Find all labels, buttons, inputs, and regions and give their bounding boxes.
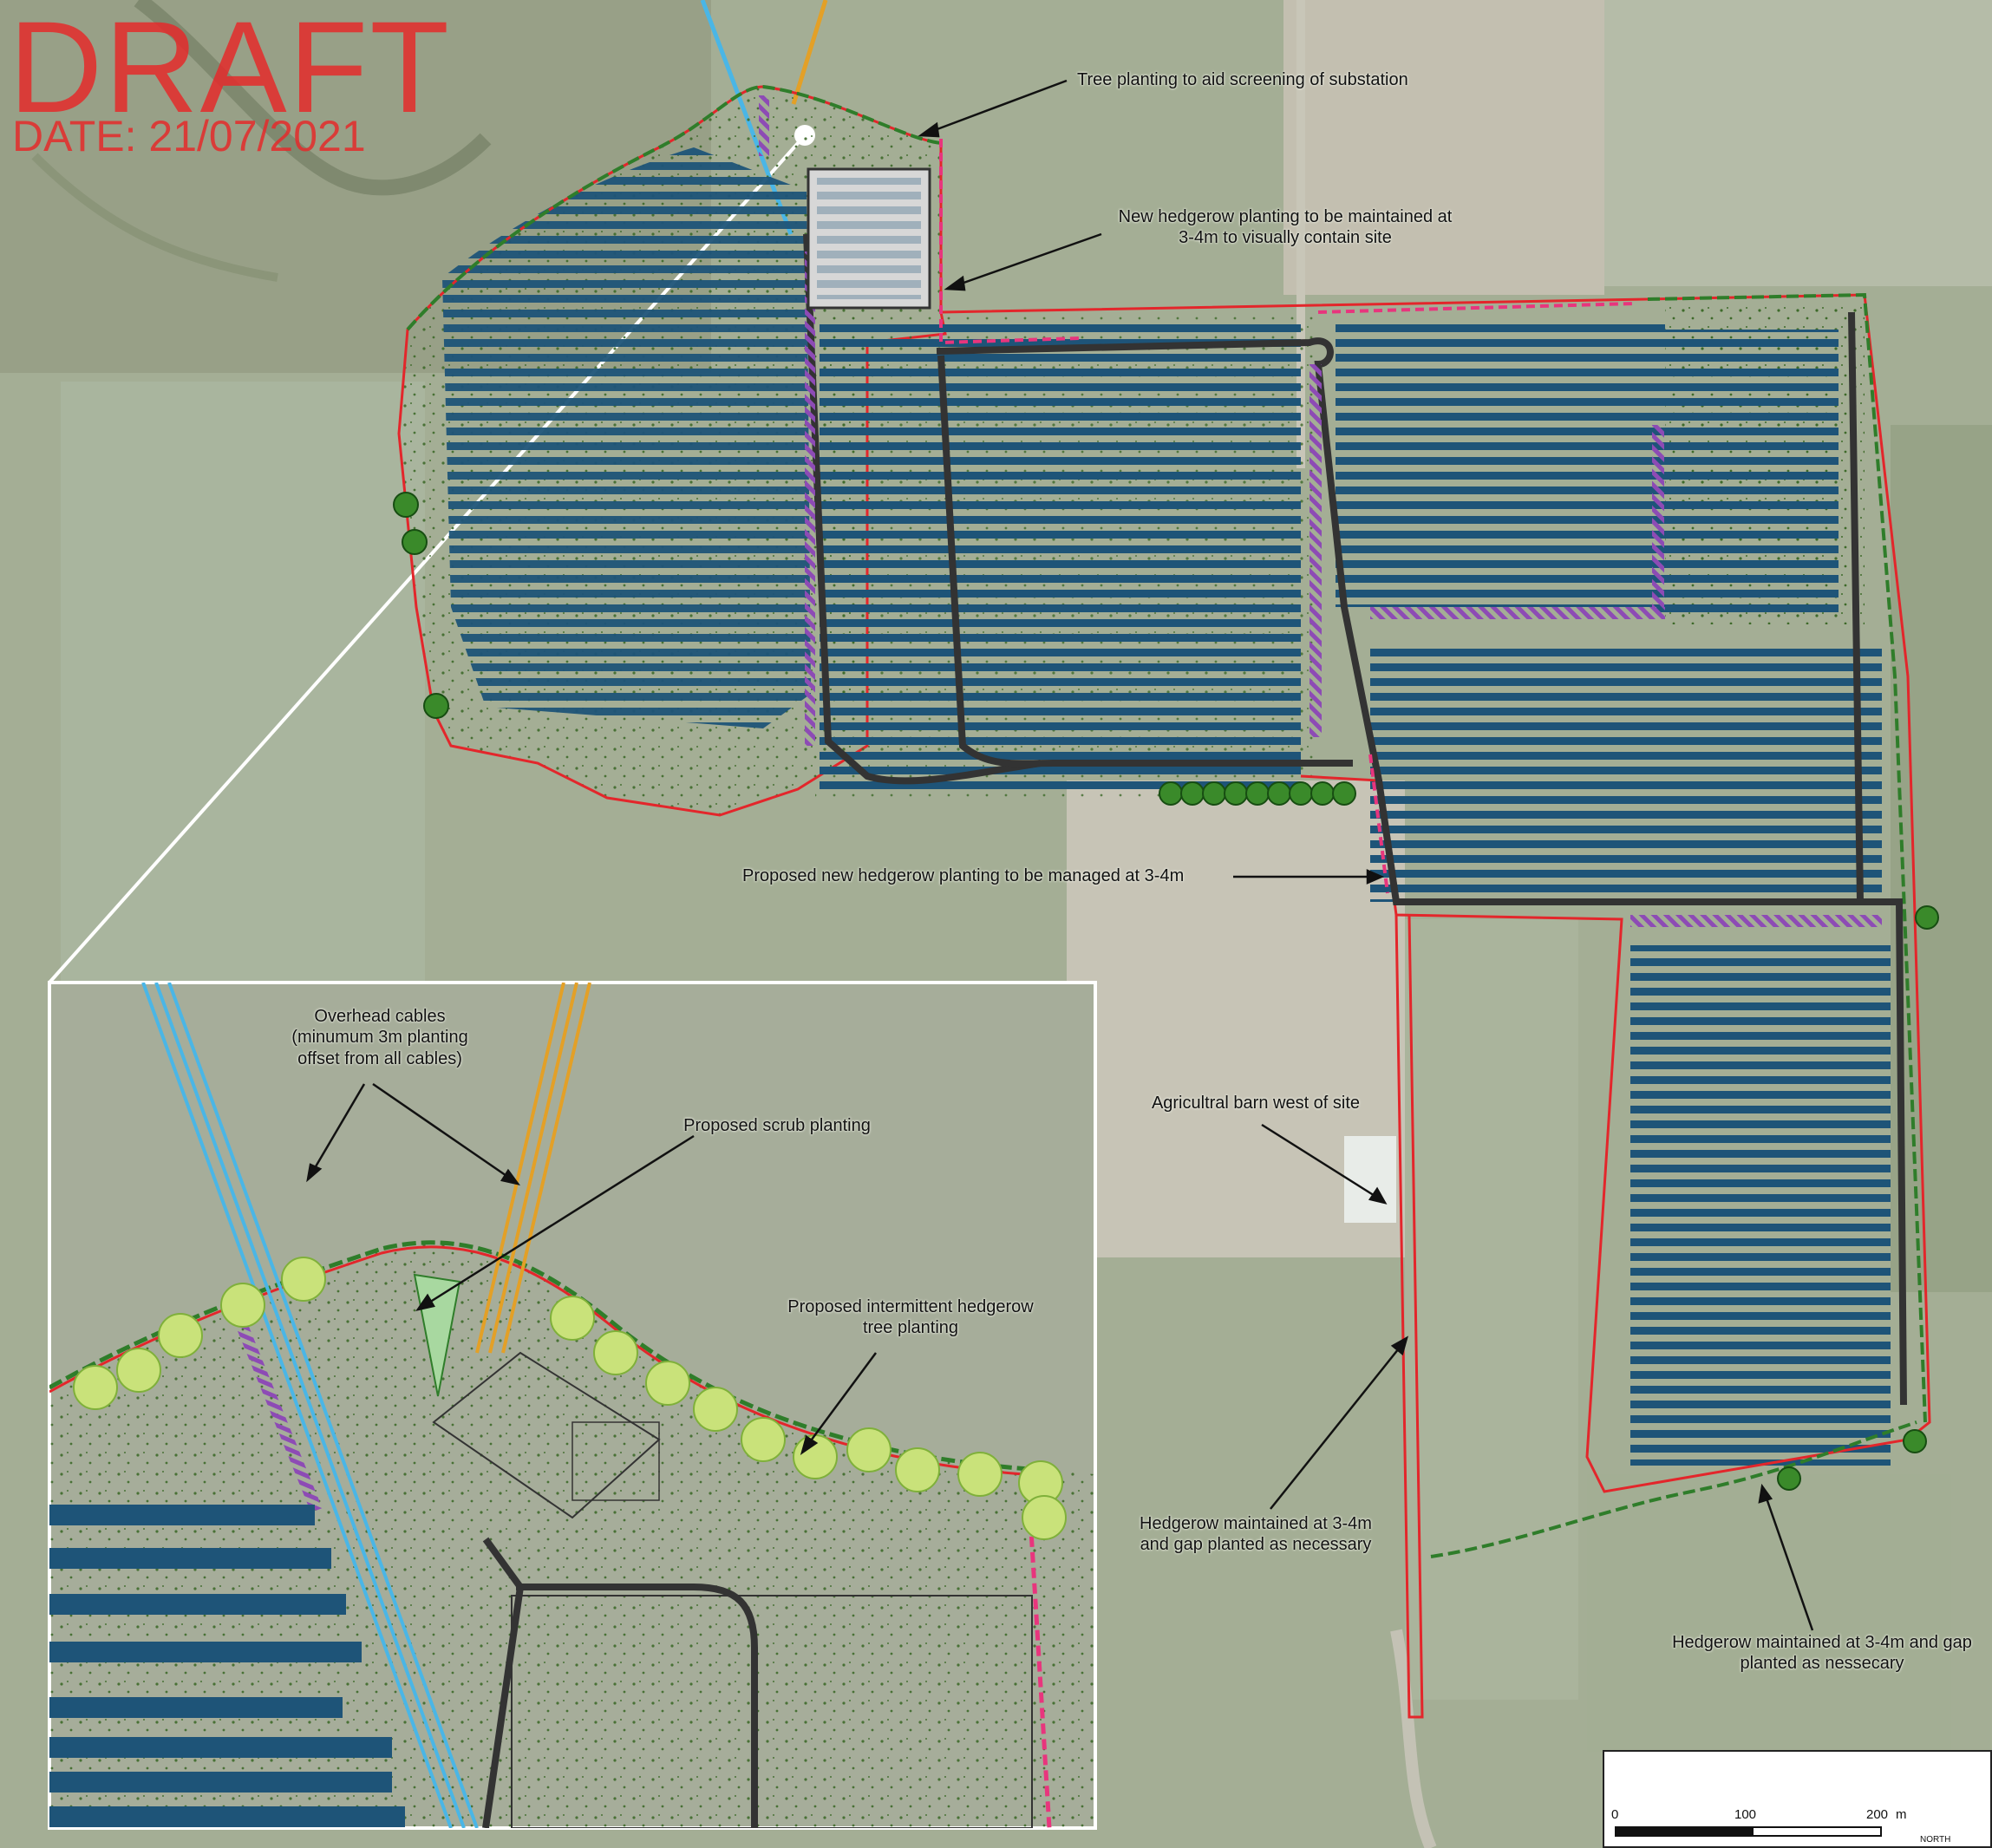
scale-bar-segment-1 <box>1615 1826 1752 1837</box>
draft-date: DATE: 21/07/2021 <box>12 112 366 160</box>
north-label: NORTH <box>1920 1835 1951 1845</box>
substation-compound <box>807 167 931 310</box>
access-tracks <box>803 233 1907 1406</box>
scale-bar: 0 100 200 m <box>1603 1750 1992 1848</box>
scale-bar-segment-2 <box>1752 1826 1882 1837</box>
scale-tick-0: 0 <box>1611 1807 1619 1822</box>
draft-stamp: DRAFT <box>9 0 451 140</box>
label-tree-planting: Tree planting to aid screening of substa… <box>1077 70 1408 89</box>
purple-buffer-strips <box>759 95 1882 927</box>
scale-tick-200: 200 <box>1866 1807 1889 1822</box>
inset-label-overhead-cables: Overhead cables (minumum 3m planting off… <box>291 1007 468 1068</box>
label-hedgerow-gap-1: Hedgerow maintained at 3-4m and gap plan… <box>1140 1514 1372 1555</box>
inset-label-scrub-planting: Proposed scrub planting <box>683 1116 871 1135</box>
scale-unit: m <box>1896 1807 1907 1822</box>
label-new-hedgerow: New hedgerow planting to be maintained a… <box>1118 207 1453 248</box>
inset-label-intermittent-hedgerow: Proposed intermittent hedgerow tree plan… <box>787 1297 1034 1338</box>
scale-tick-100: 100 <box>1734 1807 1757 1822</box>
annotation-arrows <box>918 79 1814 1631</box>
field-north-central <box>815 304 1891 1466</box>
label-hedgerow-gap-2: Hedgerow maintained at 3-4m and gap plan… <box>1672 1633 1972 1674</box>
existing-trees <box>393 492 1939 1491</box>
label-agricultural-barn: Agricultral barn west of site <box>1151 1094 1361 1113</box>
inset-detail-map <box>48 981 1097 1830</box>
new-hedgerow-planting <box>939 139 1636 894</box>
label-proposed-new-hedgerow: Proposed new hedgerow planting to be man… <box>742 866 1185 885</box>
